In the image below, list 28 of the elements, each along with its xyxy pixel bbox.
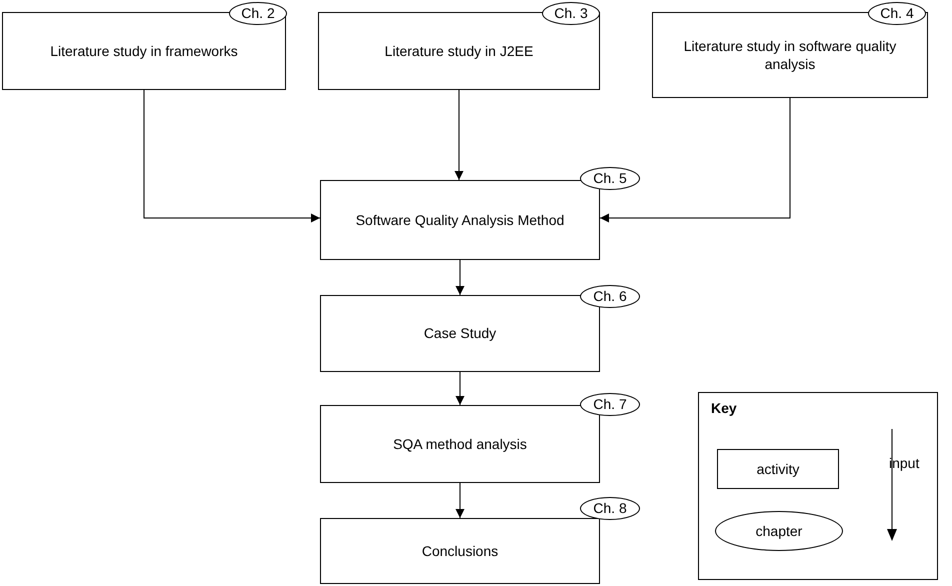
chapter-oval xyxy=(868,2,926,25)
activity-label: Software Quality Analysis Method xyxy=(354,210,566,230)
chapter-label: Ch. 6 xyxy=(592,287,628,306)
arrow xyxy=(144,90,320,222)
legend-label: chapter xyxy=(756,522,802,540)
key-title: Key xyxy=(711,399,737,418)
chapter-label: Ch. 7 xyxy=(592,395,628,414)
chapter-label: Ch. 5 xyxy=(592,169,628,188)
activity-label: Literature study in frameworks xyxy=(49,42,239,60)
activity-box xyxy=(320,518,600,584)
arrow xyxy=(454,90,464,180)
activity-label: Literature study in software quality analysis xyxy=(682,36,898,74)
activity-label: Case Study xyxy=(422,324,498,343)
key-panel xyxy=(698,392,938,580)
chapter-label: Ch. 8 xyxy=(592,499,628,518)
chapter-label: Ch. 3 xyxy=(553,4,589,23)
arrow xyxy=(456,482,464,518)
chapter-label: Ch. 4 xyxy=(879,4,915,23)
chapter-oval xyxy=(542,2,600,25)
activity-label: Conclusions xyxy=(420,542,500,560)
chapter-oval xyxy=(229,2,287,25)
arrow xyxy=(456,372,464,406)
chapter-label: Ch. 2 xyxy=(240,4,276,23)
arrow xyxy=(600,98,790,222)
arrow xyxy=(456,260,464,296)
legend-label: activity xyxy=(756,460,800,478)
activity-label: SQA method analysis xyxy=(392,434,528,454)
activity-label: Literature study in J2EE xyxy=(384,42,534,60)
